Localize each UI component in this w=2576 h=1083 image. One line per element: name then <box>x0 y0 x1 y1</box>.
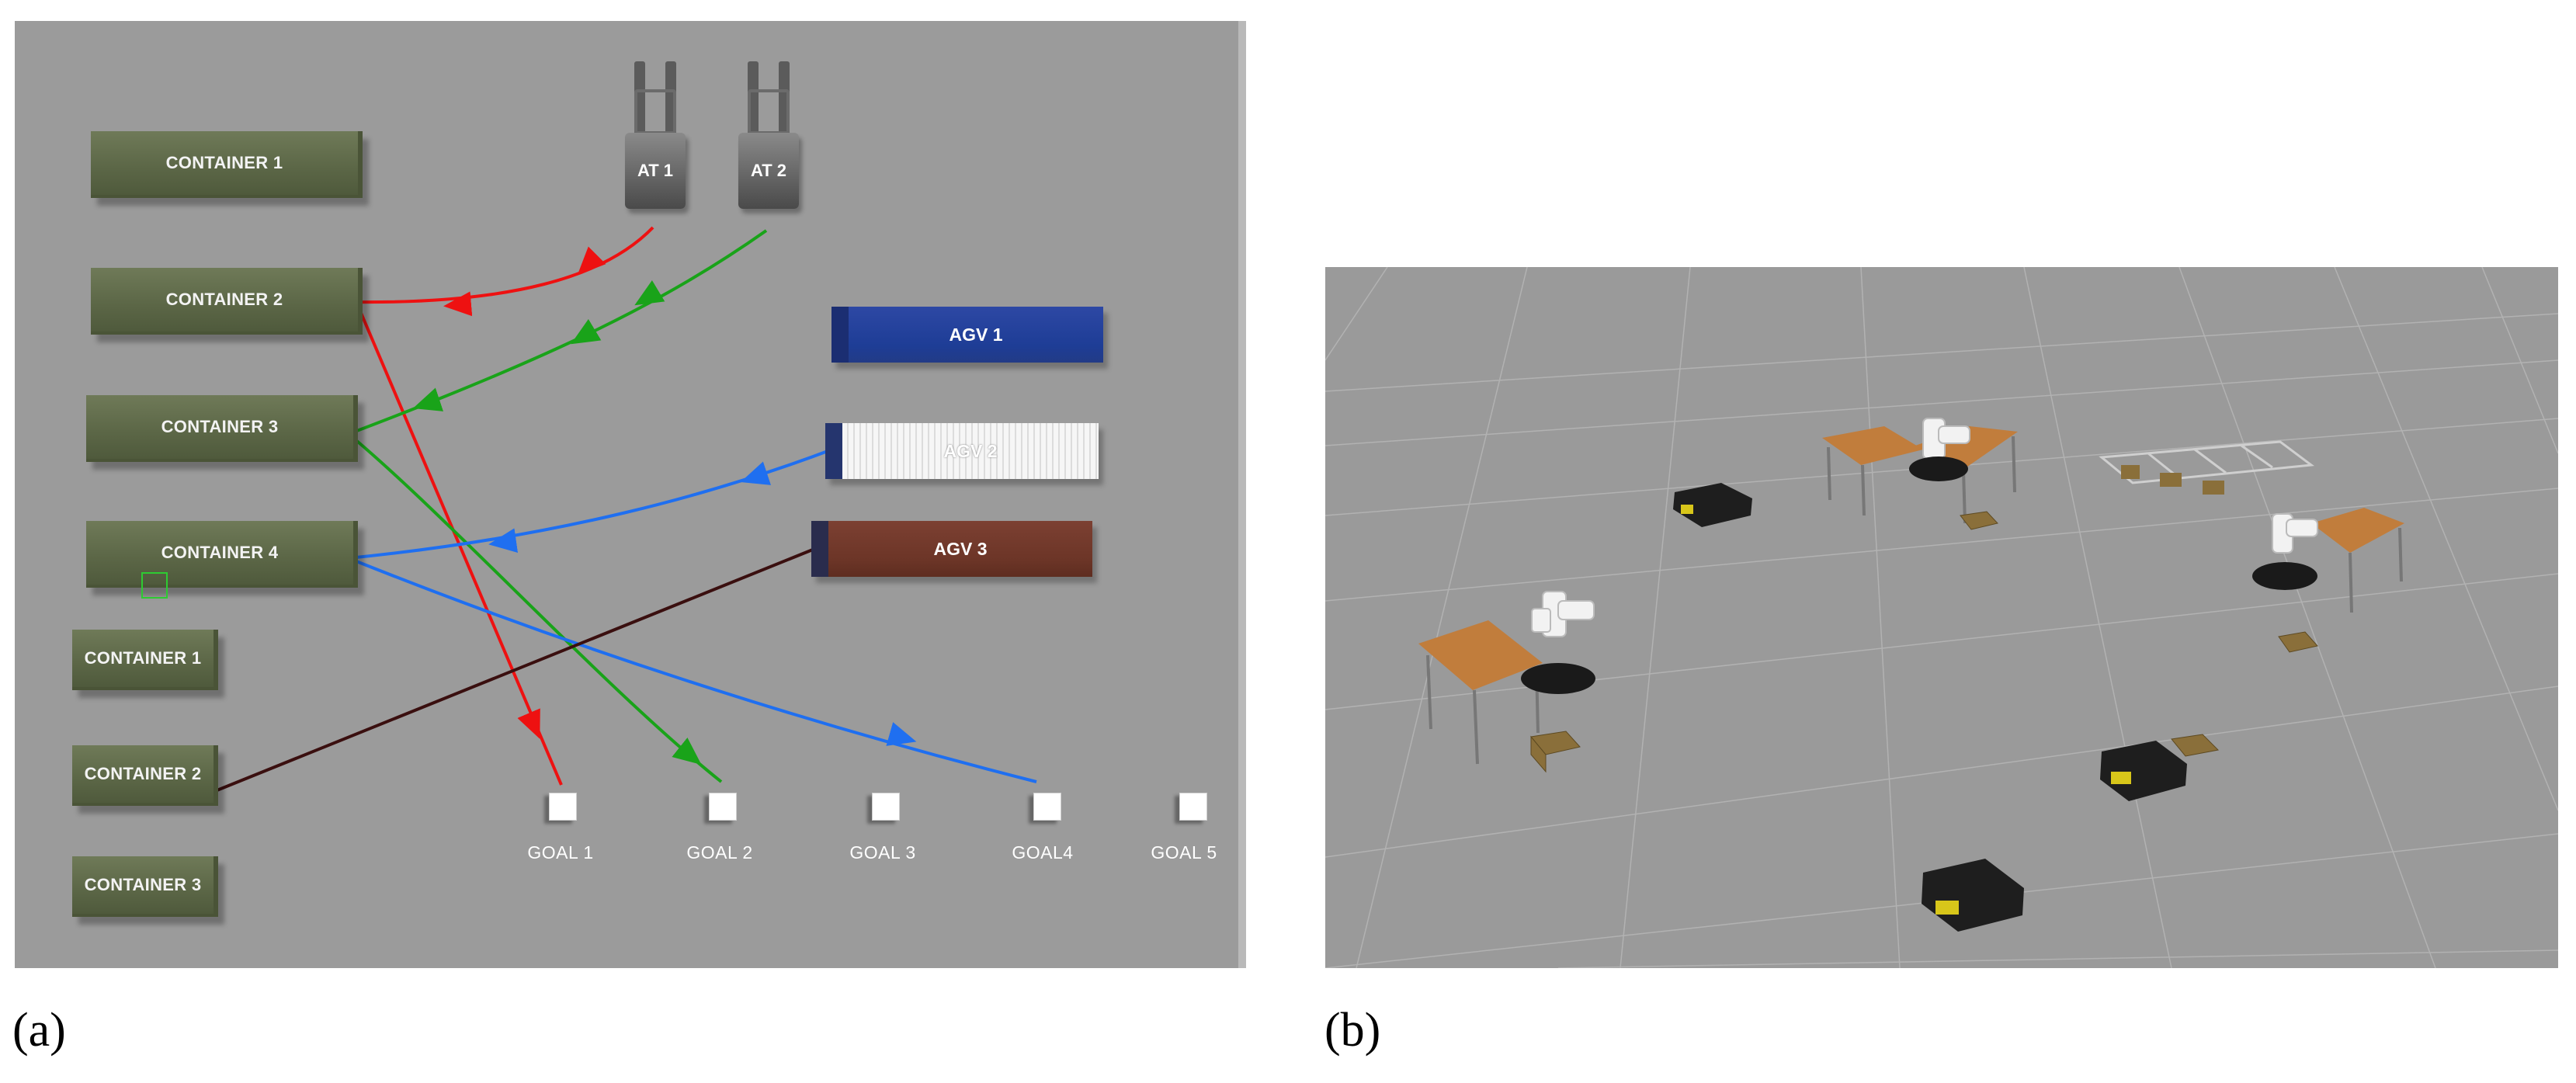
caption-b: (b) <box>1324 1004 1381 1057</box>
selection-marker <box>141 572 168 599</box>
path-at2-arrow-2 <box>571 318 602 345</box>
goal-4-label: GOAL4 <box>1012 842 1074 863</box>
container-label: CONTAINER 2 <box>165 290 283 309</box>
box-3 <box>2278 631 2318 653</box>
path-container4-to-goal4 <box>348 557 1037 783</box>
agv-label: AGV 1 <box>949 324 1003 345</box>
goal-5-marker <box>1179 793 1207 821</box>
caption-a: (a) <box>12 1004 66 1057</box>
container-label: CONTAINER 3 <box>84 875 202 894</box>
path-at2-arrow-1 <box>634 279 665 306</box>
container-label: CONTAINER 1 <box>84 648 202 668</box>
scene-render <box>1325 267 2558 968</box>
path-overlay <box>214 226 1037 793</box>
container-4-top: CONTAINER 4 <box>86 521 358 588</box>
at-label: AT 2 <box>750 161 787 180</box>
table-right <box>2311 508 2404 613</box>
container-2-top: CONTAINER 2 <box>91 268 363 335</box>
container-1-bottom: CONTAINER 1 <box>72 630 218 690</box>
box-2 <box>1960 511 1998 530</box>
at-mast <box>748 89 790 134</box>
robot-base-center <box>1909 456 1968 481</box>
path-container3-arrow <box>672 738 702 765</box>
goal-3-marker <box>872 793 900 821</box>
agv-2: AGV 2 <box>825 423 1099 479</box>
at-label: AT 1 <box>637 161 674 180</box>
path-at1-to-container2 <box>348 226 654 304</box>
ground-grid <box>1325 267 2558 968</box>
path-agv2-to-container4 <box>348 446 837 560</box>
box-1 <box>1530 731 1581 773</box>
path-agv2-arrow-2 <box>488 528 519 554</box>
goal-1-marker <box>549 793 577 821</box>
goal-1-label: GOAL 1 <box>527 842 594 863</box>
panel-a-top-view: CONTAINER 1 CONTAINER 2 CONTAINER 3 CONT… <box>15 21 1246 968</box>
container-1-top: CONTAINER 1 <box>91 131 363 198</box>
pallet-box-2 <box>2160 473 2182 487</box>
container-label: CONTAINER 4 <box>161 543 279 562</box>
goal-2-label: GOAL 2 <box>686 842 753 863</box>
at-body: AT 1 <box>625 133 686 209</box>
agv-3: AGV 3 <box>811 521 1092 577</box>
mobile-robot-2 <box>2100 741 2187 801</box>
path-at1-arrow-1 <box>577 246 606 276</box>
pallet-box-3 <box>2203 481 2224 495</box>
path-agv3-to-container2-bottom <box>214 541 831 793</box>
at-2: AT 2 <box>738 61 799 209</box>
at-body: AT 2 <box>738 133 799 209</box>
goal-4-marker <box>1033 793 1061 821</box>
robot-arm-right <box>2272 513 2318 554</box>
agv-label: AGV 2 <box>943 440 998 461</box>
at-1: AT 1 <box>625 61 686 209</box>
mobile-robot-1 <box>1673 483 1752 527</box>
goal-2-marker <box>709 793 737 821</box>
path-container4-arrow <box>886 722 917 746</box>
mobile-robot-3 <box>1922 859 2024 932</box>
container-label: CONTAINER 3 <box>161 417 279 436</box>
at-mast <box>634 89 676 134</box>
robot-base-left <box>1521 663 1595 694</box>
panel-b-3d-scene <box>1325 267 2558 968</box>
path-at1-arrow-2 <box>443 291 473 317</box>
container-3-top: CONTAINER 3 <box>86 395 358 462</box>
container-2-bottom: CONTAINER 2 <box>72 745 218 806</box>
path-at2-arrow-3 <box>412 387 444 411</box>
table-center-1 <box>1822 426 1923 516</box>
pallet-box-1 <box>2121 465 2140 479</box>
path-container3-to-goal2 <box>347 432 723 783</box>
robot-base-right <box>2252 562 2317 590</box>
container-label: CONTAINER 2 <box>84 764 202 783</box>
path-agv2-arrow-1 <box>740 461 772 485</box>
container-label: CONTAINER 1 <box>165 153 283 172</box>
robot-arm-center <box>1922 418 1970 460</box>
goal-5-label: GOAL 5 <box>1151 842 1217 863</box>
path-container2-arrow <box>517 708 540 739</box>
path-at2-to-container3 <box>348 229 768 436</box>
agv-label: AGV 3 <box>933 538 988 559</box>
goal-3-label: GOAL 3 <box>849 842 916 863</box>
agv-1: AGV 1 <box>831 307 1103 363</box>
container-3-bottom: CONTAINER 3 <box>72 856 218 917</box>
cursor-marker <box>1238 495 1246 505</box>
robot-arm-left <box>1531 591 1595 637</box>
box-4 <box>2171 734 2220 757</box>
